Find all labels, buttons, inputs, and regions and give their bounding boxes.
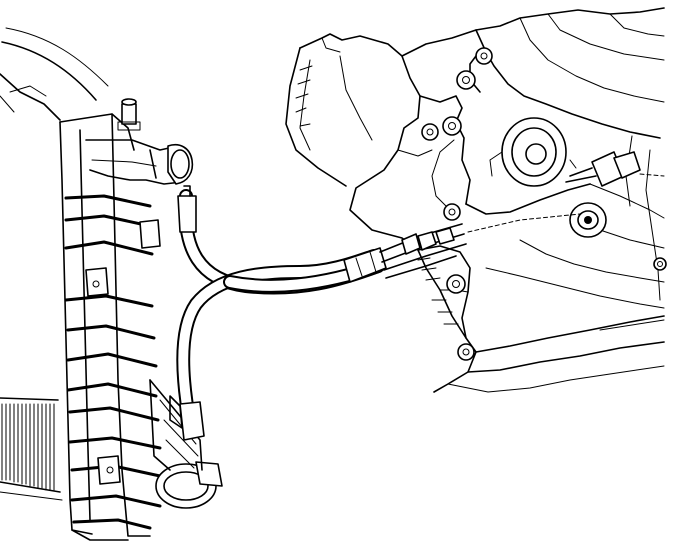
bolt-head-icon [443, 203, 461, 221]
radiator-core-fins [0, 397, 63, 501]
hose-clamp-icon [179, 401, 205, 441]
lower-bracket [149, 379, 203, 471]
upper-fitting-icon [565, 151, 641, 187]
mounting-bracket-icon [97, 455, 121, 485]
transmission-fitting-icon [569, 202, 607, 238]
bolt-head-icon [456, 70, 476, 90]
radiator [0, 27, 223, 541]
bolt-head-icon [446, 274, 466, 294]
tube-nut-icon [401, 227, 455, 255]
pulley-icon [489, 117, 567, 187]
radiator-filler-neck-icon [117, 98, 141, 131]
cooler-lines [176, 185, 467, 441]
hose-clamp-icon [177, 185, 197, 233]
line-ferrule-icon [343, 247, 387, 283]
bolt-head-icon [421, 116, 462, 141]
upper-hose-outlet-icon [167, 144, 194, 185]
engine-block [285, 7, 667, 393]
lower-fitting-icon [155, 461, 223, 509]
bolt-head-icon [457, 343, 475, 361]
tank-ribs [64, 194, 162, 530]
tank-boss-icon [139, 219, 161, 249]
mounting-bracket-icon [85, 267, 109, 297]
bolt-head-icon [653, 257, 667, 271]
